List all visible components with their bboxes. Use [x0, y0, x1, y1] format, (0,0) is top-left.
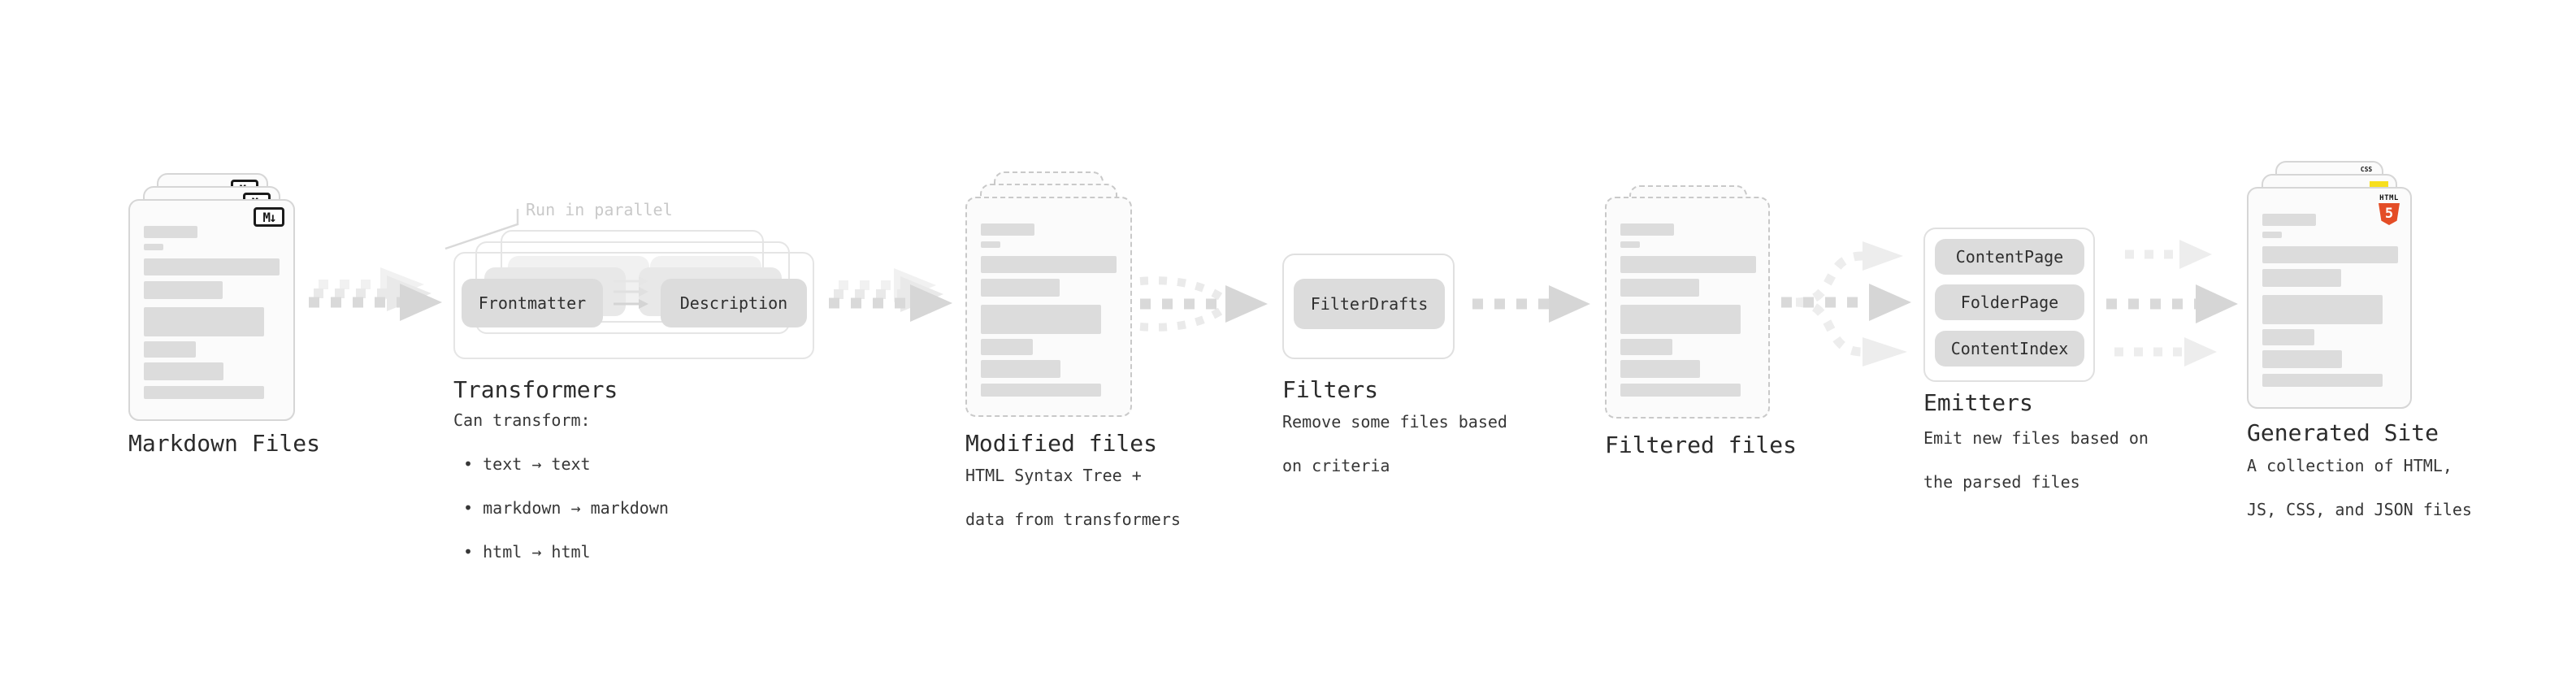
doc-content-bar [981, 241, 1000, 248]
caption-line: Can transform: [453, 410, 591, 430]
caption-line: • markdown → markdown [453, 498, 669, 518]
filtered-files-label: Filtered files [1605, 432, 1798, 458]
modified-files-label: Modified files [965, 430, 1158, 457]
transformers-heading: Transformers [453, 376, 618, 403]
contentindex-chip: ContentIndex [1935, 331, 2084, 367]
transformers-caption: Can transform: • text → text • markdown … [453, 410, 669, 563]
description-chip: Description [661, 279, 807, 327]
doc-content-bar [2262, 246, 2398, 263]
doc-content-bar [144, 341, 196, 358]
caption-line: JS, CSS, and JSON files [2247, 500, 2472, 519]
modified-files-caption: HTML Syntax Tree + data from transformer… [965, 465, 1181, 531]
doc-content-bar [981, 256, 1117, 273]
doc-content-bar [1620, 256, 1756, 273]
markdown-icon: M↓ [254, 207, 284, 227]
doc-content-bar [981, 339, 1033, 355]
doc-content-bar [144, 258, 280, 275]
generated-site-label: Generated Site [2247, 419, 2439, 446]
folderpage-chip: FolderPage [1935, 284, 2084, 320]
doc-content-bar [1620, 339, 1672, 355]
caption-line: • html → html [453, 542, 591, 562]
contentpage-chip: ContentPage [1935, 239, 2084, 275]
generated-site-caption: A collection of HTML, JS, CSS, and JSON … [2247, 455, 2472, 521]
filtered-doc-front [1605, 197, 1770, 419]
run-in-parallel-note: Run in parallel [526, 200, 673, 219]
doc-content-bar [1620, 241, 1640, 248]
doc-content-bar [144, 307, 264, 336]
doc-content-bar [144, 281, 223, 299]
arrow-emitters-to-generated [2106, 240, 2238, 367]
arrow-modified-to-filters [1139, 276, 1268, 332]
html5-icon-word: HTML [2379, 194, 2399, 202]
doc-content-bar [1620, 305, 1741, 334]
generated-doc-html: HTML 5 [2247, 187, 2412, 409]
caption-line: on criteria [1282, 456, 1390, 475]
doc-content-bar [144, 244, 163, 250]
html5-icon-shield: 5 [2379, 203, 2400, 225]
arrow-markdown-to-transformers [309, 267, 442, 321]
caption-line: data from transformers [965, 510, 1181, 529]
caption-line: • text → text [453, 454, 591, 474]
caption-line: Emit new files based on [1923, 428, 2149, 448]
doc-content-bar [144, 362, 223, 380]
doc-content-bar [2262, 329, 2314, 345]
doc-content-bar [981, 384, 1101, 397]
caption-line: HTML Syntax Tree + [965, 466, 1142, 485]
doc-content-bar [981, 305, 1101, 334]
doc-content-bar [1620, 384, 1741, 397]
doc-content-bar [2262, 374, 2383, 387]
markdown-doc-front: M↓ [128, 199, 295, 421]
caption-line: Remove some files based [1282, 412, 1507, 432]
doc-content-bar [1620, 223, 1674, 236]
doc-content-bar [144, 226, 197, 238]
arrow-filtered-to-emitters [1781, 241, 1911, 367]
frontmatter-chip: Frontmatter [462, 279, 603, 327]
modified-doc-front [965, 197, 1132, 417]
emitters-heading: Emitters [1923, 389, 2033, 416]
doc-content-bar [981, 360, 1060, 378]
doc-content-bar [981, 279, 1060, 297]
caption-line: the parsed files [1923, 472, 2080, 492]
filters-heading: Filters [1282, 376, 1379, 403]
filterdrafts-chip: FilterDrafts [1294, 279, 1445, 329]
doc-content-bar [1620, 360, 1700, 378]
emitters-caption: Emit new files based on the parsed files [1923, 427, 2149, 493]
markdown-files-label: Markdown Files [128, 430, 321, 457]
doc-content-bar [2262, 295, 2383, 324]
transformer-container-front [453, 252, 814, 359]
doc-content-bar [2262, 269, 2341, 287]
html5-icon: HTML 5 [2378, 194, 2400, 225]
run-in-parallel-callout-line [445, 209, 519, 250]
arrow-filters-to-filtered [1472, 285, 1590, 323]
doc-content-bar [1620, 279, 1699, 297]
doc-content-bar [144, 386, 264, 399]
doc-content-bar [981, 223, 1034, 236]
arrow-transformers-to-modified [829, 268, 952, 322]
doc-content-bar [2262, 214, 2316, 226]
doc-content-bar [2262, 350, 2342, 368]
parallel-mini-arrows [614, 276, 648, 309]
css-icon-word: CSS [2360, 166, 2373, 173]
filters-caption: Remove some files based on criteria [1282, 411, 1507, 477]
doc-content-bar [2262, 232, 2282, 238]
caption-line: A collection of HTML, [2247, 456, 2452, 475]
